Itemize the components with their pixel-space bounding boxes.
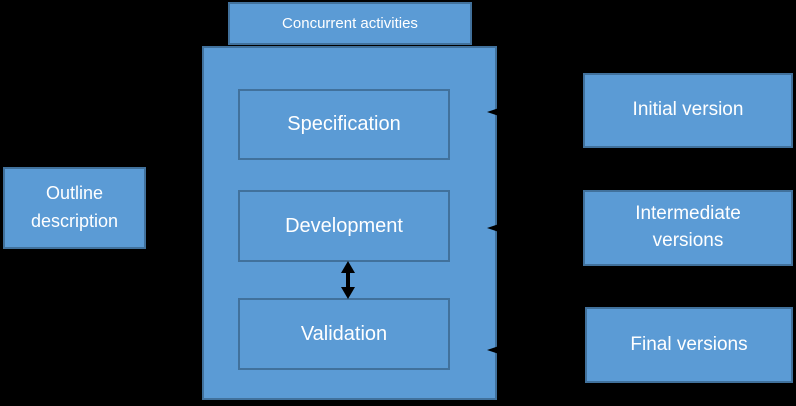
left-arrow-intermediate-icon (487, 224, 583, 232)
validation-label: Validation (300, 322, 388, 345)
activity-box-specification: Specification (238, 89, 450, 160)
left-arrow-initial-icon (487, 108, 583, 116)
double-arrow-icon (341, 261, 355, 299)
outline-description-label: Outline description (30, 183, 119, 231)
version-box-initial: Initial version (583, 73, 793, 148)
version-box-final: Final versions (585, 307, 793, 383)
specification-label: Specification (287, 113, 401, 135)
activity-box-development: Development (238, 190, 450, 262)
left-arrow-final-icon (487, 346, 583, 354)
concurrent-activities-box: Concurrent activities (228, 2, 472, 45)
concurrent-activities-label: Concurrent activities (282, 15, 418, 32)
intermediate-versions-label: Intermediate versions (635, 203, 741, 251)
version-box-intermediate: Intermediate versions (583, 190, 793, 266)
initial-version-label: Initial version (632, 99, 744, 121)
final-versions-label: Final versions (630, 333, 748, 355)
activity-box-validation: Validation (238, 298, 450, 370)
development-label: Development (285, 214, 403, 237)
outline-description-box: Outline description (3, 167, 146, 249)
outline-connector-line (146, 207, 202, 209)
